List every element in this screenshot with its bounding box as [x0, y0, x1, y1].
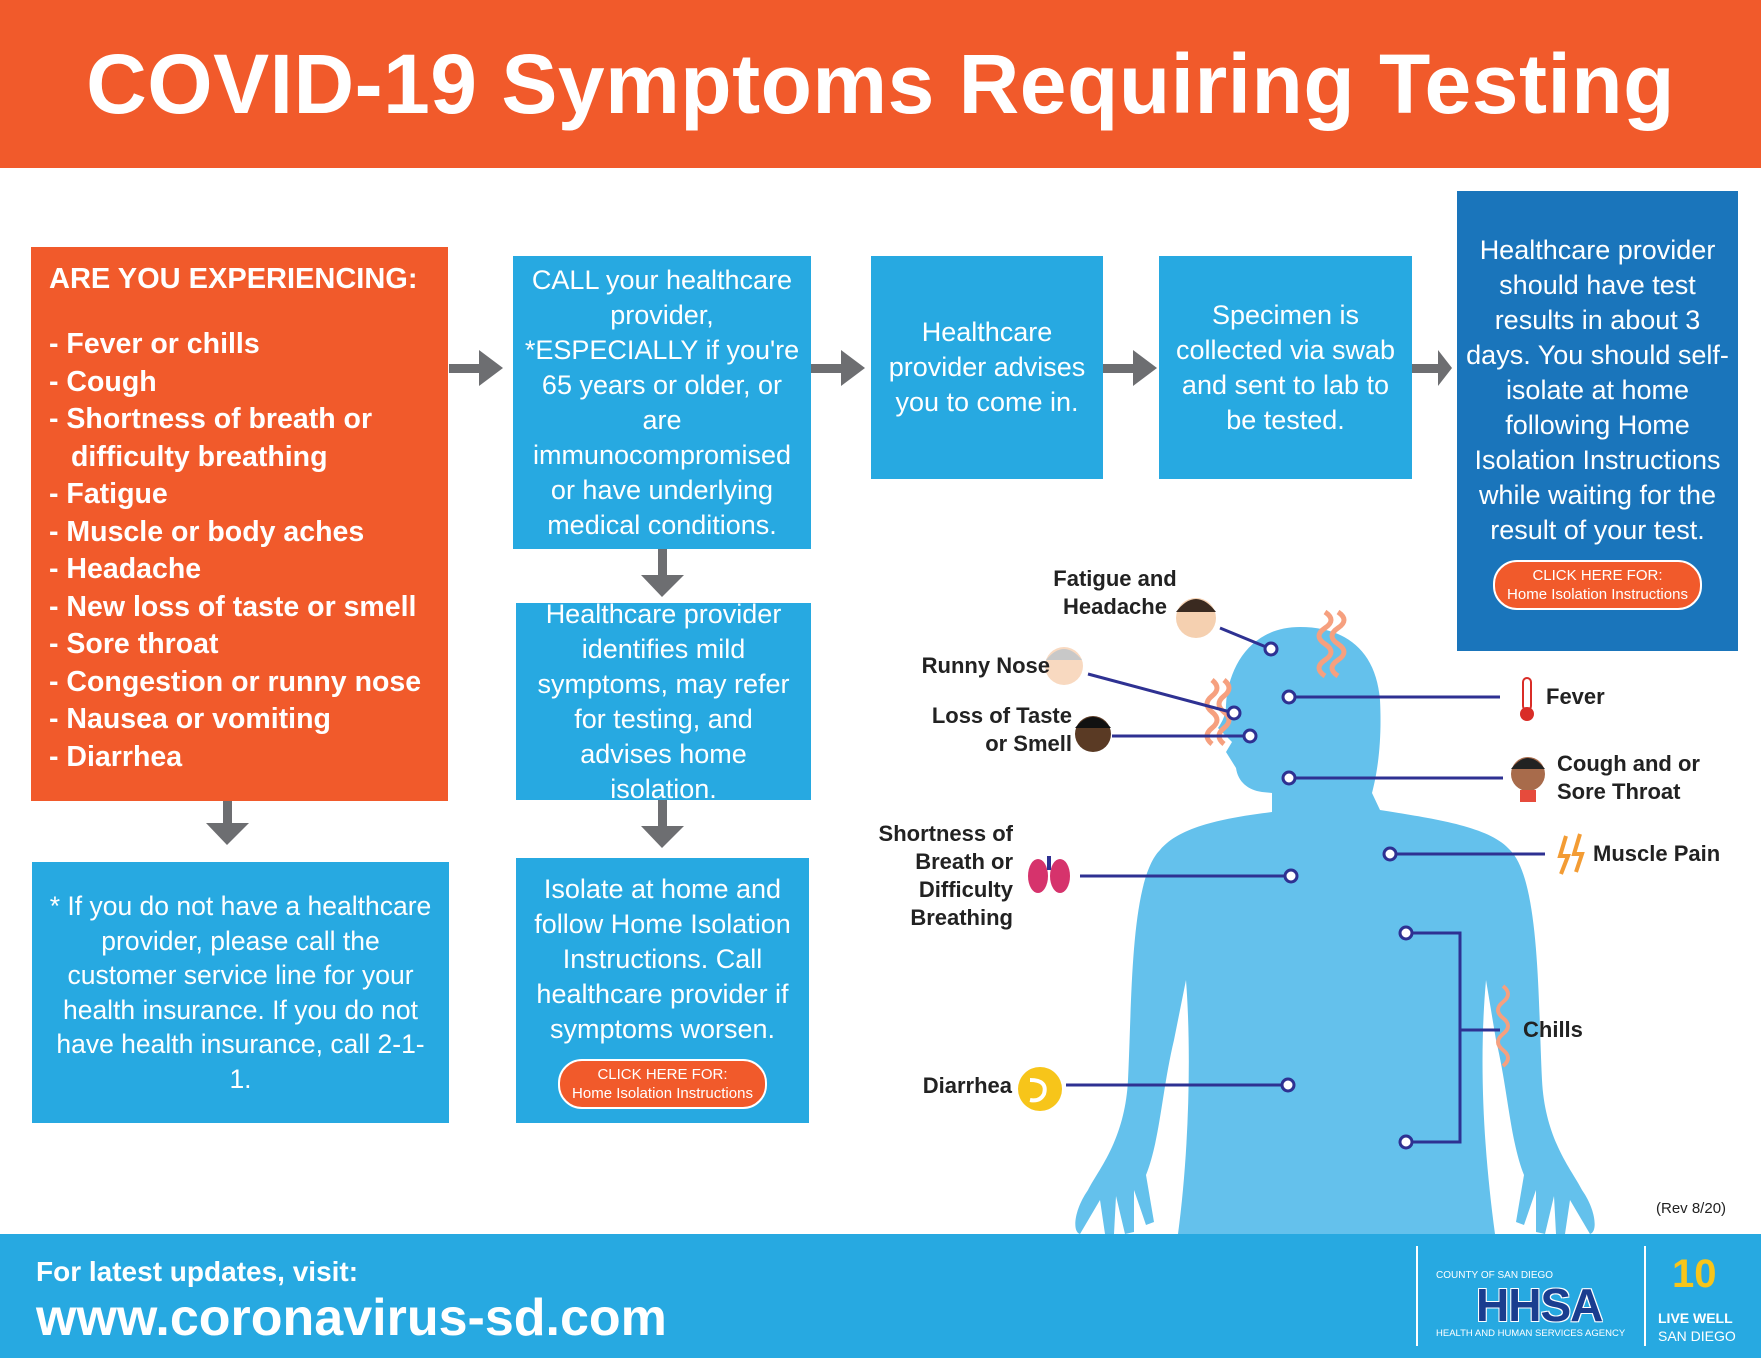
flow-arrows — [206, 350, 1452, 848]
runny-nose-face-icon — [1045, 647, 1083, 685]
mild-symptoms-box: Healthcare provider identifies mild symp… — [516, 599, 811, 804]
hhsa-logo-text: HHSA — [1476, 1279, 1603, 1331]
home-isolation-link-button[interactable]: CLICK HERE FOR: Home Isolation Instructi… — [1493, 559, 1702, 610]
heat-wave-icon — [1204, 609, 1347, 746]
symptom-item: Fever or chills — [49, 326, 430, 364]
symptom-item: Headache — [49, 551, 430, 589]
symptom-item: Cough — [49, 364, 430, 402]
label-loss-taste-smell: Loss of Taste or Smell — [931, 703, 1072, 756]
revision-note: (Rev 8/20) — [1656, 1200, 1727, 1217]
cta-line2: Home Isolation Instructions — [572, 1085, 753, 1102]
connector-dots — [1226, 641, 1414, 1150]
footer-updates-label: For latest updates, visit: — [36, 1256, 359, 1287]
page-title: COVID-19 Symptoms Requiring Testing — [0, 0, 1761, 168]
lungs-icon — [1028, 856, 1070, 893]
symptom-item: Fatigue — [49, 476, 430, 514]
label-diarrhea: Diarrhea — [922, 1073, 1012, 1098]
home-isolation-link-button[interactable]: CLICK HERE FOR: Home Isolation Instructi… — [558, 1059, 767, 1109]
label-fever: Fever — [1546, 684, 1605, 709]
cta-line1: CLICK HERE FOR: — [597, 1066, 728, 1083]
symptom-item: New loss of taste or smell — [49, 589, 430, 627]
label-fatigue-headache: Fatigue and Headache — [1053, 566, 1177, 619]
symptoms-heading: ARE YOU EXPERIENCING: — [49, 263, 418, 295]
arrow-right-icon — [449, 350, 503, 386]
cta-line2: Home Isolation Instructions — [1507, 585, 1688, 603]
body-silhouette — [1075, 627, 1595, 1234]
face-icon — [1075, 716, 1111, 752]
live-well-line1: LIVE WELL — [1658, 1310, 1733, 1326]
live-well-line2: SAN DIEGO — [1658, 1328, 1736, 1344]
label-chills: Chills — [1523, 1017, 1583, 1042]
isolate-text: Isolate at home and follow Home Isolatio… — [534, 874, 791, 1044]
provider-advises-box: Healthcare provider advises you to come … — [871, 256, 1103, 479]
arrow-down-icon — [641, 800, 684, 848]
no-provider-box: * If you do not have a healthcare provid… — [32, 862, 449, 1123]
stomach-icon — [1018, 1067, 1062, 1111]
arrow-right-icon — [811, 350, 865, 386]
isolate-box: Isolate at home and follow Home Isolatio… — [516, 858, 809, 1123]
cta-line1: CLICK HERE FOR: — [1532, 566, 1663, 584]
symptoms-list: Fever or chills Cough Shortness of breat… — [49, 326, 430, 776]
live-well-number: 10 — [1672, 1252, 1717, 1296]
label-muscle-pain: Muscle Pain — [1593, 841, 1721, 866]
symptoms-box: ARE YOU EXPERIENCING: Fever or chills Co… — [31, 247, 448, 801]
label-cough-sore-throat: Cough and or Sore Throat — [1557, 751, 1700, 804]
call-provider-box: CALL your healthcare provider, *ESPECIAL… — [513, 256, 811, 549]
muscle-pain-icon — [1557, 833, 1585, 875]
arrow-right-icon — [1412, 350, 1452, 386]
woman-headache-icon — [1176, 598, 1216, 638]
test-results-text: Healthcare provider should have test res… — [1466, 234, 1729, 545]
footer-url-link[interactable]: www.coronavirus-sd.com — [36, 1289, 667, 1347]
symptom-item: Nausea or vomiting — [49, 701, 430, 739]
symptom-item: Diarrhea — [49, 739, 430, 777]
connector-lines — [1066, 626, 1545, 1144]
arrow-right-icon — [1103, 350, 1157, 386]
label-shortness-of-breath: Shortness of Breath or Difficulty Breath… — [878, 821, 1013, 930]
arrow-down-icon — [206, 801, 249, 845]
symptom-item: Congestion or runny nose — [49, 664, 430, 702]
hhsa-agency-text: HEALTH AND HUMAN SERVICES AGENCY — [1436, 1328, 1626, 1339]
test-results-box: Healthcare provider should have test res… — [1457, 191, 1738, 651]
sore-throat-face-icon — [1511, 757, 1545, 802]
thermometer-icon — [1520, 677, 1534, 721]
footer: For latest updates, visit: www.coronavir… — [0, 1234, 1761, 1358]
specimen-box: Specimen is collected via swab and sent … — [1159, 256, 1412, 479]
symptom-item: Sore throat — [49, 626, 430, 664]
label-runny-nose: Runny Nose — [921, 653, 1050, 678]
symptom-item: Muscle or body aches — [49, 514, 430, 552]
arrow-down-icon — [641, 549, 684, 597]
symptom-item: Shortness of breath or difficulty breath… — [49, 401, 430, 476]
chills-wave-icon — [1496, 984, 1510, 1068]
hhsa-county-text: COUNTY OF SAN DIEGO — [1436, 1270, 1554, 1281]
